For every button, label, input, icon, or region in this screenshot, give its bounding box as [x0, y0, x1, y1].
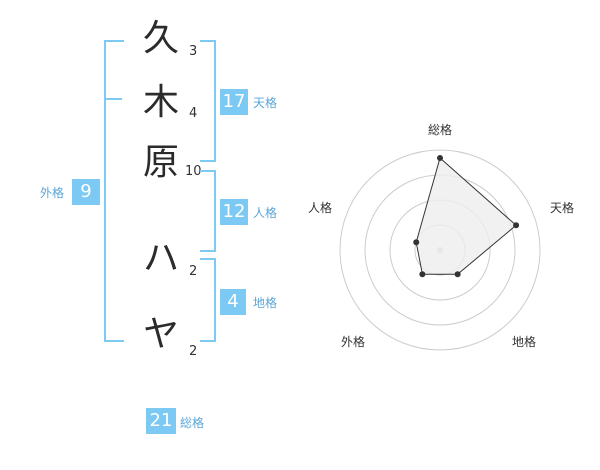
radar-label-jinkaku: 人格 — [308, 200, 332, 215]
surname-char-3: 原 — [142, 142, 179, 183]
surname-char-1: 久 — [142, 18, 179, 59]
given-char-2: ヤ — [142, 314, 179, 355]
surname-stroke-3: 10 — [185, 164, 202, 179]
radar-label-soukaku: 総格 — [428, 122, 452, 137]
surname-stroke-1: 3 — [189, 44, 198, 59]
radar-point-4 — [419, 271, 426, 278]
radar-polygon — [415, 157, 517, 275]
radar-point-5 — [413, 239, 420, 246]
radar-point-3 — [454, 271, 461, 278]
chikaku-badge: 4 — [220, 289, 246, 315]
soukaku-label: 総格 — [180, 416, 205, 430]
tenkaku-bracket — [200, 40, 216, 162]
given-char-1: ハ — [142, 238, 179, 279]
radar-label-tenkaku: 天格 — [550, 200, 574, 215]
jinkaku-label: 人格 — [253, 206, 278, 220]
chikaku-label: 地格 — [253, 296, 278, 310]
radar-point-2 — [513, 222, 520, 229]
radar-ring — [339, 149, 541, 351]
radar-label-chikaku: 地格 — [512, 334, 536, 349]
radar-chart: 総格 天格 地格 外格 人格 — [308, 122, 574, 351]
tenkaku-badge: 17 — [220, 89, 248, 115]
gaikaku-label: 外格 — [40, 186, 65, 200]
gaikaku-bracket-tick — [104, 98, 122, 100]
jinkaku-bracket — [200, 170, 216, 252]
soukaku-badge: 21 — [146, 408, 176, 434]
tenkaku-label: 天格 — [253, 96, 278, 110]
jinkaku-badge: 12 — [220, 199, 248, 225]
radar-point-1 — [437, 155, 443, 161]
surname-stroke-2: 4 — [189, 106, 198, 121]
gaikaku-badge: 9 — [72, 179, 100, 205]
given-stroke-2: 2 — [189, 344, 198, 359]
gaikaku-bracket — [104, 40, 124, 342]
radar-label-gaikaku: 外格 — [341, 334, 365, 349]
chikaku-bracket — [200, 258, 216, 342]
given-stroke-1: 2 — [189, 264, 198, 279]
surname-char-2: 木 — [142, 82, 179, 123]
